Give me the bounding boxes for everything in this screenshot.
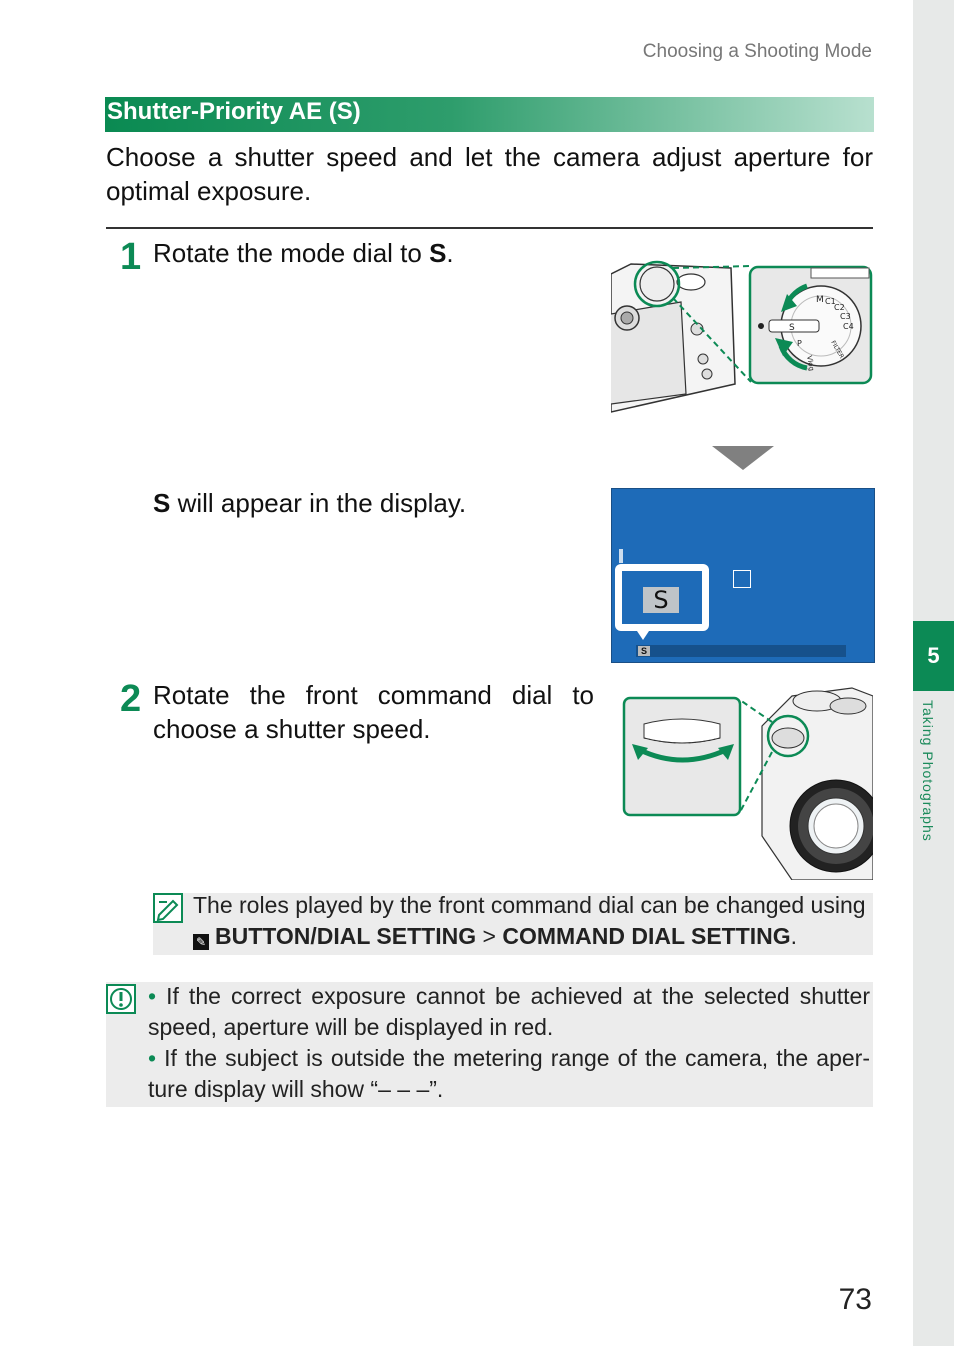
note-body: The roles played by the front command di… <box>193 892 866 918</box>
menu-path-1[interactable]: BUTTON/DIAL SETTING <box>215 923 477 949</box>
caution-text-1: If the correct exposure cannot be achiev… <box>148 983 871 1040</box>
dial-mark-c1: C1 <box>825 297 836 306</box>
chapter-title: Taking Photographs <box>920 700 936 842</box>
highlight-circle <box>766 714 810 758</box>
running-head: Choosing a Shooting Mode <box>642 41 872 62</box>
intro-paragraph: Choose a shutter speed and let the camer… <box>106 142 873 206</box>
mode-dial-illustration: M C1 C2 C3 C4 S P FILTER Vlog <box>611 260 873 413</box>
divider <box>106 227 873 229</box>
bullet: • <box>148 1045 157 1071</box>
wrench-icon: ✎ <box>193 934 209 950</box>
step-2-text: Rotate the front command dial to choose … <box>153 680 594 744</box>
dial-mark-c2: C2 <box>834 303 845 312</box>
step-1-text-bold: S <box>429 238 447 268</box>
dial-rotate-arrow <box>638 747 728 763</box>
menu-separator: > <box>482 923 496 949</box>
step-1-number: 1 <box>120 236 142 278</box>
bullet: • <box>148 983 157 1009</box>
callout-pointer <box>635 628 651 640</box>
caution-box <box>106 982 873 1107</box>
caution-item-1: • If the correct exposure cannot be achi… <box>148 981 870 1043</box>
dial-mark-c4: C4 <box>843 322 854 331</box>
display-side-indicator <box>619 549 623 563</box>
note-end: . <box>790 923 798 949</box>
dial-mark-m: M <box>816 295 824 305</box>
small-mode-badge: S <box>638 646 650 656</box>
mode-badge-s: S <box>643 587 679 613</box>
dial-mark-p: P <box>797 339 802 348</box>
note-icon <box>153 893 183 923</box>
section-title: Shutter-Priority AE (S) <box>107 98 361 125</box>
next-arrow-icon <box>712 446 774 470</box>
page-number: 73 <box>838 1283 872 1316</box>
note-box <box>153 893 873 955</box>
display-caption: S will appear in the display. <box>153 486 466 520</box>
dial-mark-s: S <box>789 323 795 333</box>
display-caption-bold: S <box>153 488 171 518</box>
command-dial-illustration <box>622 687 873 880</box>
dial-mark-c3: C3 <box>840 312 851 321</box>
step-1-text-a: Rotate the mode dial to <box>153 238 430 268</box>
step-1-text-b: . <box>446 238 454 268</box>
section-heading-bar <box>105 97 874 132</box>
menu-path-2[interactable]: COMMAND DIAL SETTING <box>502 923 791 949</box>
caution-icon <box>106 984 136 1014</box>
chapter-number: 5 <box>927 643 940 668</box>
chapter-tab[interactable]: 5 <box>913 621 954 691</box>
caution-item-2: • If the subject is outside the metering… <box>148 1043 870 1105</box>
note-text: The roles played by the front command di… <box>193 890 871 952</box>
caution-text-2: If the subject is outside the metering r… <box>148 1045 870 1102</box>
display-caption-text: will appear in the display. <box>170 488 467 518</box>
step-1-text: Rotate the mode dial to S. <box>153 236 454 270</box>
highlight-circle <box>633 260 681 308</box>
dial-mark-vlog: Vlog <box>805 355 816 372</box>
display-bottom-bar <box>636 645 846 657</box>
step-2-number: 2 <box>120 678 142 720</box>
focus-frame-icon <box>733 570 751 588</box>
